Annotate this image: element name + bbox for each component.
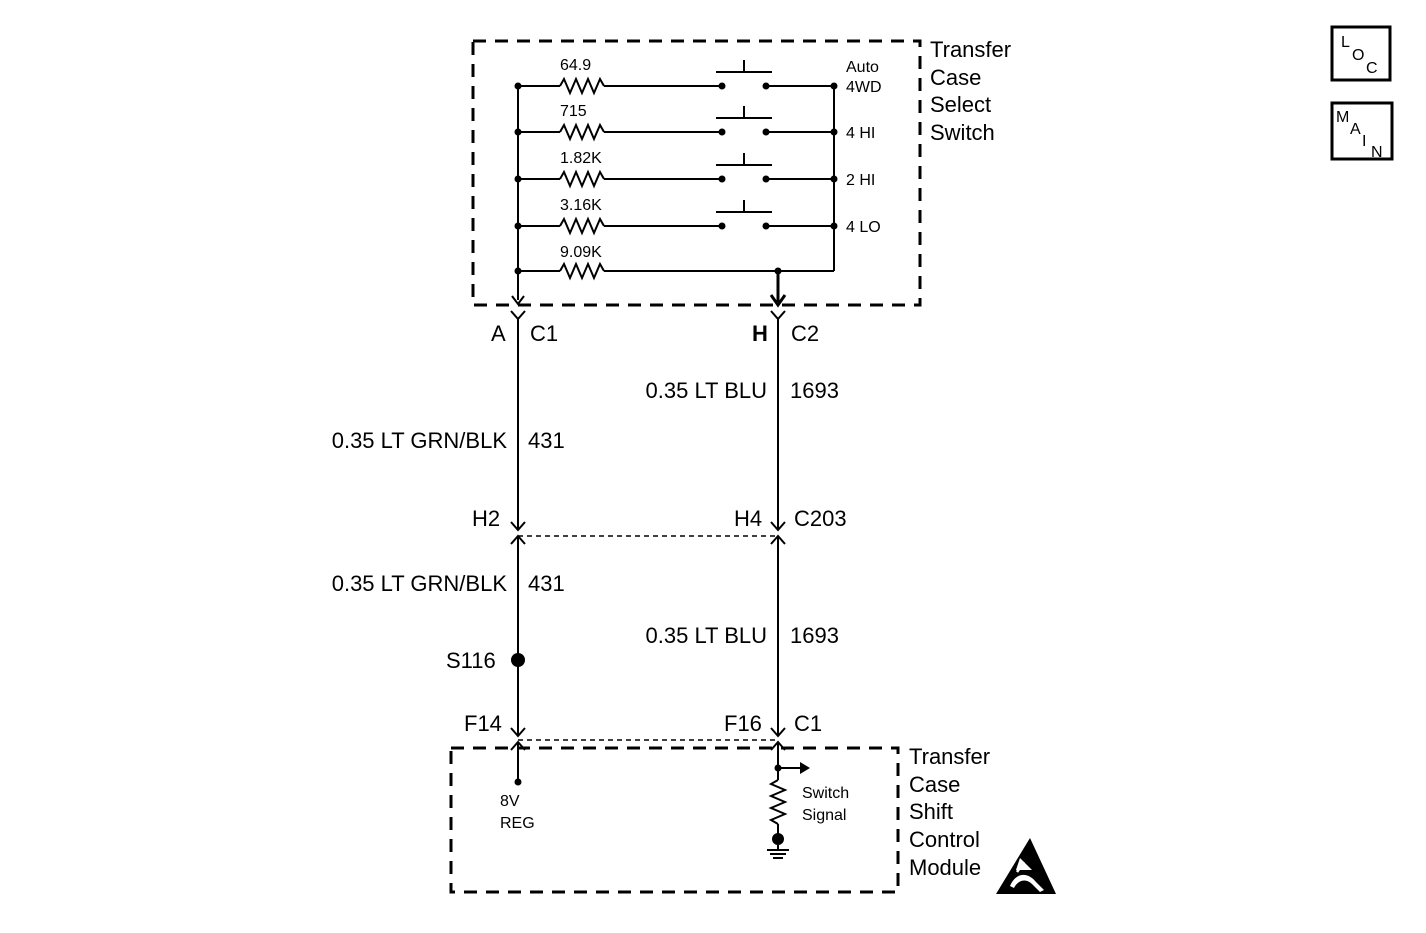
module-title-line-4: Control — [909, 827, 980, 852]
resistor-64-9 — [559, 76, 605, 96]
wire-1693-upper-circuit: 1693 — [790, 378, 839, 403]
switch-title-line-1: Transfer — [930, 37, 1011, 62]
resistor-label-3-16k: 3.16K — [560, 197, 602, 214]
transfer-case-shift-control-module: Transfer Case Shift Control Module 8V RE… — [449, 742, 1056, 894]
resistor-label-715: 715 — [560, 103, 587, 120]
wire-1693-upper-label: 0.35 LT BLU — [646, 378, 767, 403]
main-char-i: I — [1362, 133, 1366, 150]
switch-title-line-4: Switch — [930, 120, 995, 145]
wire-431-lower-label: 0.35 LT GRN/BLK — [332, 571, 508, 596]
loc-char-l: L — [1341, 34, 1350, 51]
loc-char-c: C — [1366, 60, 1378, 77]
connector-pin-a: A — [491, 321, 506, 346]
wire-431-upper-label: 0.35 LT GRN/BLK — [332, 428, 508, 453]
resistor-label-1-82k: 1.82K — [560, 150, 602, 167]
module-title-line-1: Transfer — [909, 744, 990, 769]
resistor-715 — [559, 122, 605, 142]
reg-8v-feed: 8V REG — [500, 742, 535, 832]
main-char-m: M — [1336, 109, 1349, 126]
connector-pin-h: H — [752, 321, 768, 346]
connector-pin-h4: H4 — [734, 506, 762, 531]
connector-c2-top: H C2 — [752, 310, 819, 346]
switch-signal-circuit: Switch Signal — [767, 742, 849, 859]
wire-1693-lower-circuit: 1693 — [790, 623, 839, 648]
switch-row-4hi: 715 4 HI — [514, 103, 875, 142]
wire-431-upper-circuit: 431 — [528, 428, 565, 453]
connector-name-c203: C203 — [794, 506, 847, 531]
reg-label-reg: REG — [500, 815, 535, 832]
wire-431-lower-circuit: 431 — [528, 571, 565, 596]
transfer-case-select-switch: Transfer Case Select Switch 64.9 Auto 4W… — [471, 37, 1011, 308]
position-label-auto: Auto — [846, 59, 879, 76]
switch-box-outline — [471, 39, 922, 307]
position-label-4hi: 4 HI — [846, 125, 875, 142]
ground-icon — [767, 849, 789, 859]
pull-down-resistor — [768, 779, 788, 825]
switch-row-series-resistor: 9.09K — [514, 244, 834, 281]
resistor-label-64-9: 64.9 — [560, 57, 591, 74]
module-box-outline — [449, 746, 900, 894]
loc-char-o: O — [1352, 47, 1364, 64]
connector-name-c1: C1 — [530, 321, 558, 346]
connector-c1-top: A C1 — [491, 310, 558, 346]
connector-name-c2: C2 — [791, 321, 819, 346]
connector-name-c1-bottom: C1 — [794, 711, 822, 736]
splice-label: S116 — [446, 648, 496, 673]
resistor-3-16k — [559, 216, 605, 236]
switch-title-line-3: Select — [930, 92, 991, 117]
signal-label-switch: Switch — [802, 785, 849, 802]
position-label-4wd: 4WD — [846, 79, 882, 96]
resistor-9-09k — [559, 261, 605, 281]
connector-pin-f14: F14 — [464, 711, 502, 736]
esd-warning-icon — [996, 838, 1056, 894]
signal-arrow-icon — [800, 762, 810, 774]
signal-label-signal: Signal — [802, 807, 846, 824]
module-title-line-5: Module — [909, 855, 981, 880]
loc-button[interactable]: L O C — [1330, 25, 1392, 82]
reg-label-8v: 8V — [500, 793, 520, 810]
main-char-a: A — [1350, 121, 1361, 138]
module-title-line-2: Case — [909, 772, 960, 797]
splice-s116: S116 — [446, 648, 525, 673]
position-label-4lo: 4 LO — [846, 219, 881, 236]
module-title-line-3: Shift — [909, 799, 953, 824]
wire-1693-lower-label: 0.35 LT BLU — [646, 623, 767, 648]
switch-row-auto-4wd: 64.9 Auto 4WD — [514, 57, 882, 96]
resistor-1-82k — [559, 169, 605, 189]
main-button[interactable]: M A I N — [1330, 101, 1394, 161]
switch-title-line-2: Case — [930, 65, 981, 90]
resistor-label-9-09k: 9.09K — [560, 244, 602, 261]
connector-c203: H2 H4 C203 — [472, 506, 847, 545]
connector-pin-f16: F16 — [724, 711, 762, 736]
main-char-n: N — [1371, 144, 1383, 161]
switch-row-4lo: 3.16K 4 LO — [514, 197, 881, 236]
switch-row-2hi: 1.82K 2 HI — [514, 150, 875, 189]
position-label-2hi: 2 HI — [846, 172, 875, 189]
connector-pin-h2: H2 — [472, 506, 500, 531]
